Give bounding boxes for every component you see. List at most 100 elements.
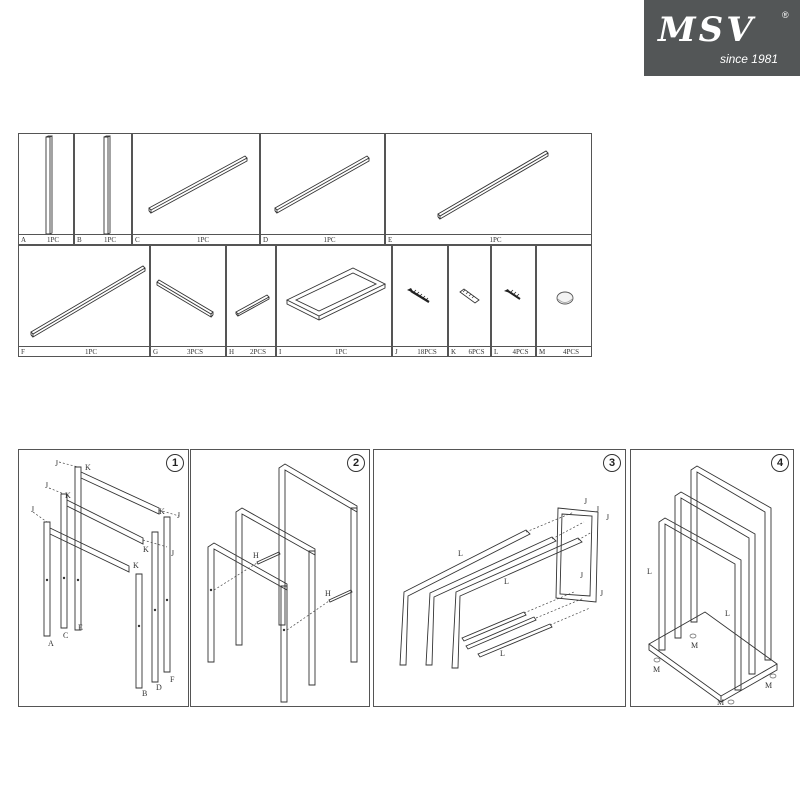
screw-l-icon xyxy=(504,289,521,300)
label-j: J xyxy=(580,571,583,580)
part-qty: 1PC xyxy=(196,236,210,244)
part-label-row: J 18PCS xyxy=(393,346,447,356)
label-e: E xyxy=(78,623,83,632)
step-3-illustration: J J J J J L L L xyxy=(399,497,609,669)
part-letter: G xyxy=(153,348,159,356)
label-l: L xyxy=(647,567,652,576)
part-letter: B xyxy=(77,236,82,244)
label-l: L xyxy=(500,649,505,658)
label-f: F xyxy=(170,675,175,684)
label-m: M xyxy=(765,681,772,690)
part-qty: 1PC xyxy=(84,348,98,356)
part-a-illustration xyxy=(45,135,53,235)
part-cell-l: L 4PCS xyxy=(491,245,536,357)
registered-mark: ® xyxy=(782,10,789,20)
part-qty: 1PC xyxy=(489,236,502,244)
screw-j-icon xyxy=(407,288,430,303)
label-j: J xyxy=(584,497,587,506)
label-j: J xyxy=(55,459,58,468)
label-m: M xyxy=(691,641,698,650)
label-k: K xyxy=(159,507,165,516)
part-label-row: G 3PCS xyxy=(151,346,225,356)
part-letter: D xyxy=(263,236,269,244)
label-m: M xyxy=(717,698,724,707)
part-label-row: I 1PC xyxy=(277,346,391,356)
part-qty: 4PCS xyxy=(563,348,579,356)
label-h: H xyxy=(253,551,259,560)
part-label-row: H 2PCS xyxy=(227,346,275,356)
label-l: L xyxy=(725,609,730,618)
part-label-row: A 1PC xyxy=(19,234,73,244)
part-letter: F xyxy=(21,348,25,356)
label-l: L xyxy=(504,577,509,586)
part-i-illustration xyxy=(285,267,387,321)
part-qty: 6PCS xyxy=(468,348,485,356)
step-number: 4 xyxy=(771,454,789,472)
part-label-row: C 1PC xyxy=(133,234,259,244)
part-letter: I xyxy=(279,348,282,356)
step-number: 1 xyxy=(166,454,184,472)
step-number: 2 xyxy=(347,454,365,472)
part-letter: L xyxy=(494,348,499,356)
part-c-illustration xyxy=(148,155,248,214)
assembly-step-4: 4 L L M M M M xyxy=(630,449,794,707)
part-h-illustration xyxy=(235,294,270,317)
part-letter: A xyxy=(21,236,27,244)
step-number: 3 xyxy=(603,454,621,472)
part-qty: 1PC xyxy=(103,236,117,244)
label-j: J xyxy=(177,511,180,520)
step-1-illustration: J J J J J K K K K K A B C D E F xyxy=(31,459,180,698)
label-a: A xyxy=(48,639,54,648)
part-cell-k: K 6PCS xyxy=(448,245,491,357)
part-label-row: F 1PC xyxy=(19,346,149,356)
label-k: K xyxy=(65,491,71,500)
label-k: K xyxy=(133,561,139,570)
part-cell-h: H 2PCS xyxy=(226,245,276,357)
part-label-row: E 1PC xyxy=(386,234,591,244)
part-letter: H xyxy=(229,348,235,356)
assembly-step-2: 2 H H xyxy=(190,449,370,707)
part-letter: K xyxy=(451,348,457,356)
part-qty: 3PCS xyxy=(187,348,203,356)
label-j: J xyxy=(596,505,599,514)
part-cell-j: J 18PCS xyxy=(392,245,448,357)
part-cell-i: I 1PC xyxy=(276,245,392,357)
part-f-illustration xyxy=(30,265,146,338)
step-4-illustration: L L M M M M xyxy=(647,465,778,707)
part-cell-g: G 3PCS xyxy=(150,245,226,357)
label-j: J xyxy=(45,481,48,490)
brand-logo: MSV ® since 1981 xyxy=(644,0,800,76)
part-b-illustration xyxy=(103,135,111,235)
part-qty: 4PCS xyxy=(512,348,529,356)
part-qty: 1PC xyxy=(46,236,60,244)
part-g-illustration xyxy=(156,279,214,318)
part-qty: 18PCS xyxy=(417,348,437,356)
part-letter: M xyxy=(539,348,546,356)
label-m: M xyxy=(653,665,660,674)
part-cell-c: C 1PC xyxy=(132,133,260,245)
part-label-row: D 1PC xyxy=(261,234,384,244)
part-label-row: L 4PCS xyxy=(492,346,535,356)
dowel-k-icon xyxy=(459,288,480,304)
part-cell-e: E 1PC xyxy=(385,133,592,245)
label-j: J xyxy=(606,513,609,522)
part-letter: C xyxy=(135,236,140,244)
part-label-row: K 6PCS xyxy=(449,346,490,356)
assembly-step-3: 3 J J J J J L L L xyxy=(373,449,626,707)
label-j: J xyxy=(600,589,603,598)
part-d-illustration xyxy=(274,155,370,214)
label-j: J xyxy=(171,549,174,558)
label-l: L xyxy=(458,549,463,558)
label-c: C xyxy=(63,631,68,640)
label-d: D xyxy=(156,683,162,692)
brand-tagline: since 1981 xyxy=(719,52,778,66)
part-cell-d: D 1PC xyxy=(260,133,385,245)
brand-name: MSV xyxy=(658,10,756,50)
part-cell-a: A 1PC xyxy=(18,133,74,245)
part-letter: J xyxy=(395,348,398,356)
parts-list: A 1PC B 1PC C 1PC D xyxy=(18,133,592,357)
label-b: B xyxy=(142,689,147,698)
label-k: K xyxy=(143,545,149,554)
part-cell-b: B 1PC xyxy=(74,133,132,245)
part-qty: 2PCS xyxy=(250,348,266,356)
